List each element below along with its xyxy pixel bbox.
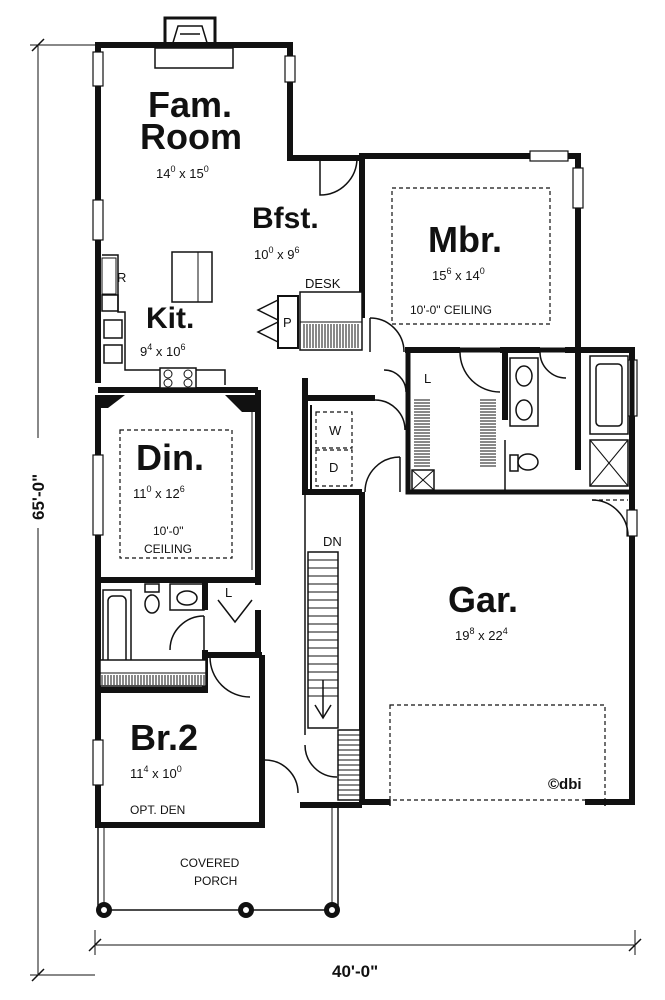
porch-label-1: COVERED	[180, 856, 240, 870]
porch-label-2: PORCH	[194, 874, 237, 888]
copyright: ©dbi	[548, 776, 582, 793]
overall-depth-label: 65'-0"	[29, 474, 48, 520]
desk-label: DESK	[305, 276, 341, 291]
master-bath-fixtures	[509, 355, 629, 487]
din-ceiling-outline	[119, 429, 233, 559]
staircase	[307, 551, 361, 801]
windows	[92, 51, 638, 786]
mbr-name: Mbr.	[428, 219, 502, 260]
mbr-ceiling-outline	[391, 187, 551, 325]
bfst-size: 100 x 96	[254, 245, 299, 262]
doors	[169, 157, 629, 794]
fam-room-name-2: Room	[140, 116, 242, 157]
garage-door-outline	[389, 704, 606, 801]
br2-note: OPT. DEN	[130, 803, 185, 817]
dining-corners	[98, 395, 258, 570]
closet-shelving	[414, 399, 496, 467]
fam-room-size: 140 x 150	[156, 164, 209, 181]
interior-walls	[98, 156, 635, 735]
kitchen-island	[171, 251, 213, 303]
bfst-name: Bfst.	[252, 202, 319, 235]
fireplace	[154, 16, 234, 69]
kit-name: Kit.	[146, 302, 194, 335]
linen-label-lower: L	[225, 585, 232, 600]
din-name: Din.	[136, 437, 204, 478]
fam-room-name-1: Fam.	[148, 84, 232, 125]
gar-name: Gar.	[448, 579, 518, 620]
br2-name: Br.2	[130, 717, 198, 758]
overall-width-dimension	[88, 930, 642, 955]
linen-label-upper: L	[424, 371, 431, 386]
dryer-label: D	[329, 460, 338, 475]
br2-closet	[99, 659, 207, 687]
refrigerator-label: R	[117, 270, 126, 285]
desk	[299, 291, 363, 351]
kitchen-counters	[101, 254, 226, 389]
washer-label: W	[329, 423, 342, 438]
mbr-size: 156 x 140	[432, 266, 485, 283]
pantry-label: P	[283, 315, 292, 330]
overall-width-label: 40'-0"	[332, 962, 378, 981]
gar-size: 198 x 224	[455, 626, 508, 643]
mbr-ceiling: 10'-0" CEILING	[410, 303, 492, 317]
din-ceiling-1: 10'-0"	[153, 524, 184, 538]
br2-size: 114 x 100	[130, 764, 182, 781]
din-size: 110 x 126	[133, 484, 185, 501]
stairs-down-label: DN	[323, 534, 342, 549]
laundry-appliances	[310, 405, 353, 490]
kit-size: 94 x 106	[140, 342, 185, 359]
pantry	[256, 295, 299, 349]
din-ceiling-2: CEILING	[144, 542, 192, 556]
covered-porch	[96, 805, 340, 918]
